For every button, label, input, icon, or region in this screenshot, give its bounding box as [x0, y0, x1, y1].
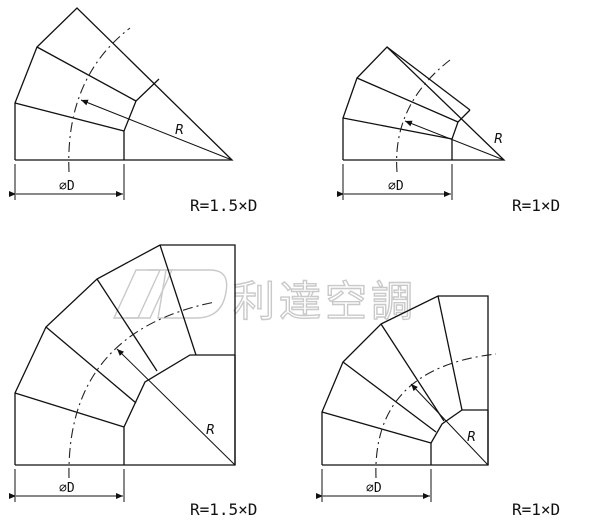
diameter-label: ⌀D [59, 481, 75, 496]
diameter-dimension [9, 164, 125, 200]
centerline-arc [375, 353, 497, 479]
elbow-outline [321, 295, 489, 466]
radius-label: R [206, 423, 215, 438]
diameter-label: ⌀D [388, 179, 404, 194]
elbow-outline [14, 7, 234, 161]
elbow-figure-1: R ⌀D R=1.5×D [9, 7, 257, 215]
watermark-logo [112, 269, 228, 319]
elbow-outline [14, 244, 236, 466]
centerline-arc [396, 59, 451, 173]
diameter-label: ⌀D [366, 481, 382, 496]
radius-label: R [175, 123, 184, 138]
elbow-figure-3: R ⌀D R=1.5×D [9, 244, 257, 519]
radius-line [404, 120, 505, 161]
elbow-figure-4: R ⌀D R=1×D [316, 295, 560, 519]
diameter-dimension [316, 469, 432, 502]
ratio-label: R=1×D [512, 500, 560, 519]
radius-line [116, 348, 236, 466]
radius-line [80, 99, 233, 161]
watermark-text: 利達空調 [233, 277, 417, 326]
centerline-arc [68, 301, 216, 479]
radius-line [410, 383, 489, 466]
watermark: 利達空調 [112, 269, 417, 327]
diameter-dimension [337, 164, 453, 200]
elbow-outline [342, 46, 506, 161]
ratio-label: R=1×D [512, 196, 560, 215]
ratio-label: R=1.5×D [190, 196, 257, 215]
elbow-figure-2: R ⌀D R=1×D [337, 46, 560, 215]
centerline-arc [68, 27, 131, 173]
diameter-label: ⌀D [59, 179, 75, 194]
ratio-label: R=1.5×D [190, 500, 257, 519]
radius-label: R [467, 430, 476, 445]
diameter-dimension [9, 469, 125, 502]
radius-label: R [494, 132, 503, 147]
